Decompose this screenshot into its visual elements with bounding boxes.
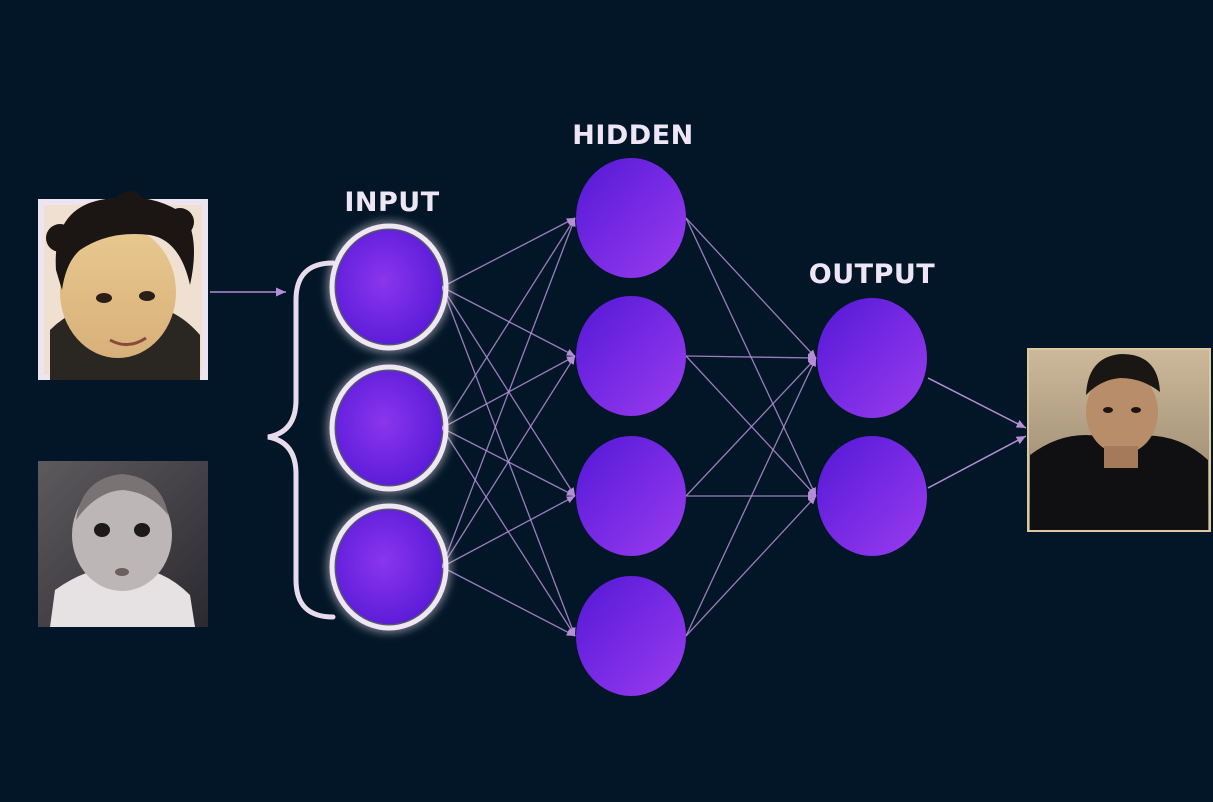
edge-input-3-hidden-2: [441, 355, 576, 568]
hidden-node-4: [576, 576, 686, 696]
adult-photo: [1027, 348, 1211, 532]
edge-input-2-hidden-1: [441, 217, 576, 429]
input-layer-label: INPUT: [344, 187, 439, 218]
edge-input-3-hidden-4: [441, 566, 576, 637]
output-arrow-2: [927, 435, 1027, 489]
nodes: [329, 158, 927, 696]
edge-input-1-hidden-2: [441, 286, 576, 357]
input-node-1: [336, 230, 442, 344]
input-node-2-ring: [329, 364, 449, 492]
output-node-2: [817, 436, 927, 556]
hidden-node-1: [576, 158, 686, 278]
connections: [441, 217, 817, 637]
edge-input-3-hidden-1: [441, 217, 576, 568]
edge-hidden-2-output-2: [685, 355, 817, 497]
hidden-node-2: [576, 296, 686, 416]
input-node-1-ring: [329, 223, 449, 351]
hidden-layer-label: HIDDEN: [572, 120, 694, 151]
input-brace: [267, 260, 336, 620]
baby-photo: [38, 461, 208, 627]
hidden-node-3: [576, 436, 686, 556]
input-node-3-ring: [329, 503, 449, 631]
input-node-3: [336, 510, 442, 624]
input-node-2: [336, 371, 442, 485]
output-node-1: [817, 298, 927, 418]
edge-hidden-2-output-1: [685, 354, 817, 362]
edge-hidden-3-output-1: [685, 357, 817, 497]
edge-input-1-hidden-1: [441, 217, 576, 288]
output-arrow-1: [927, 377, 1027, 429]
edge-input-3-hidden-3: [441, 495, 576, 568]
edge-hidden-4-output-2: [685, 495, 817, 637]
edge-hidden-1-output-1: [685, 217, 817, 359]
output-layer-label: OUTPUT: [809, 259, 936, 290]
child-photo: [38, 191, 208, 380]
edge-hidden-4-output-1: [685, 357, 817, 637]
